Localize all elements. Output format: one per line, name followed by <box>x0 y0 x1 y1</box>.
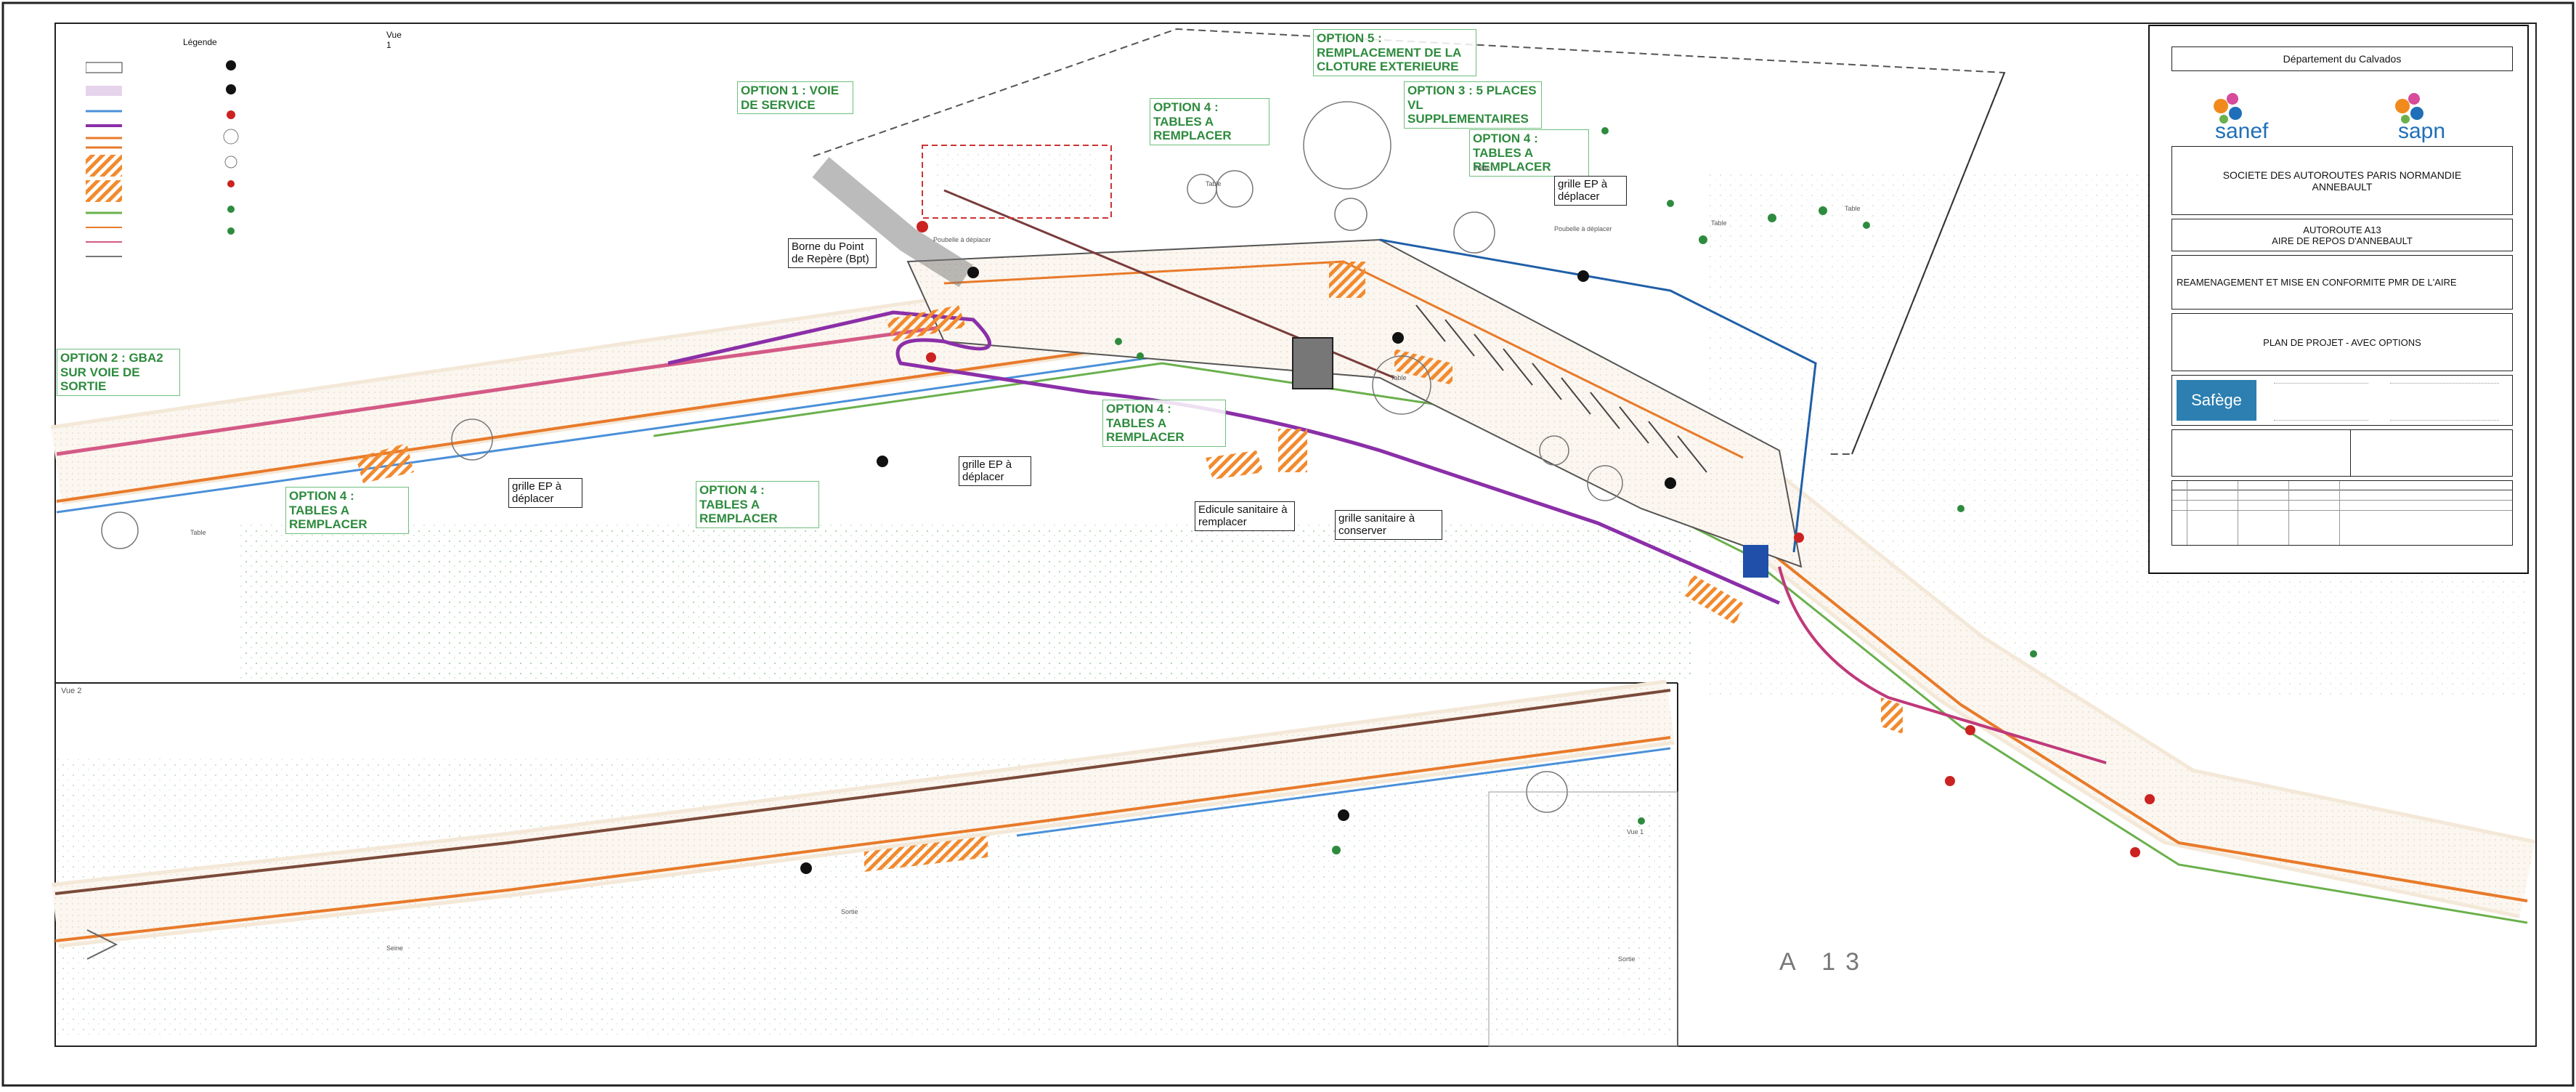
option2-label: OPTION 2 : GBA2 SUR VOIE DE SORTIE <box>57 349 180 396</box>
poubelle-label: Poubelle à déplacer <box>933 236 991 243</box>
table-label: Table <box>190 529 206 536</box>
vue2-edge-brown <box>54 689 1671 895</box>
vue2-edge-orange <box>54 736 1671 942</box>
borne-note: Borne du Point de Repère (Bpt) <box>788 238 877 268</box>
grille-note-1: grille EP à déplacer <box>1554 176 1627 206</box>
vue2-label-b: Sortie <box>1618 955 1636 963</box>
service-road <box>812 157 973 288</box>
table-label: Table <box>1845 205 1861 212</box>
shrubs <box>1115 127 2037 854</box>
societe-box: SOCIETE DES AUTOROUTES PARIS NORMANDIE A… <box>2171 146 2513 215</box>
pmr-stall <box>1743 545 1768 578</box>
departement-box: Département du Calvados <box>2171 46 2513 71</box>
sapn-logo-text: sapn <box>2398 119 2446 143</box>
option4-label-c: OPTION 4 : TABLES A REMPLACER <box>285 487 409 534</box>
table-label: Table <box>1206 180 1222 187</box>
revision-table <box>2171 480 2513 546</box>
option4-label-b: OPTION 4 : TABLES A REMPLACER <box>1150 98 1269 145</box>
vue2-label-c: Sortie <box>841 908 858 915</box>
trees <box>101 101 1623 813</box>
sanitary-building <box>1292 337 1333 389</box>
table-label: Table <box>1474 164 1490 171</box>
rest-area-platform <box>906 238 1803 568</box>
access-road-blue <box>1379 238 1817 553</box>
vue2-label: Vue 2 <box>61 687 82 695</box>
option5-zone <box>922 145 1112 219</box>
red-markers <box>917 221 2155 857</box>
option4-label-a: OPTION 4 : TABLES A REMPLACER <box>1469 129 1589 177</box>
exit-ramp-edge <box>1778 566 2107 764</box>
vegetation-area <box>240 523 1692 683</box>
legend: Légende Vue 1 <box>60 28 402 311</box>
sanef-logo-text: sanef <box>2215 119 2269 143</box>
table-label: Table <box>1711 219 1727 227</box>
grille-note-2: grille EP à déplacer <box>508 478 582 508</box>
vue2-edge-blue <box>1016 747 1671 837</box>
bins <box>800 267 1676 874</box>
plan-box: PLAN DE PROJET - AVEC OPTIONS <box>2171 313 2513 371</box>
signature-box <box>2171 429 2513 477</box>
option1-label: OPTION 1 : VOIE DE SERVICE <box>737 81 853 115</box>
table-label: Table <box>1391 374 1407 381</box>
poubelle-label: Poubelle à déplacer <box>1554 225 1612 232</box>
parking-stalls <box>1415 304 1707 473</box>
option5-label: OPTION 5 : REMPLACEMENT DE LA CLOTURE EX… <box>1313 29 1476 76</box>
bureau-box: Safège <box>2171 375 2513 426</box>
vue2-label-a: Seine <box>386 945 404 952</box>
pmr-path <box>667 310 1781 605</box>
road-edge-blue <box>56 355 1163 514</box>
vue2-box-label: Vue 1 <box>1627 828 1644 836</box>
bureau-logo: Safège <box>2177 380 2256 421</box>
legend-title: Légende <box>183 37 217 47</box>
sapn-logo: sapn <box>2389 84 2498 150</box>
hatched-zones <box>356 262 1903 872</box>
legend-vue-label: Vue 1 <box>386 30 402 50</box>
grille-note-3: grille EP à déplacer <box>959 456 1031 486</box>
edicule-note: Edicule sanitaire à remplacer <box>1195 501 1295 531</box>
title-block: Département du Calvados sanef sapn SOCIE… <box>2148 25 2529 574</box>
option3-label: OPTION 3 : 5 PLACES VL SUPPLEMENTAIRES <box>1404 81 1542 129</box>
objet-box: REAMENAGEMENT ET MISE EN CONFORMITE PMR … <box>2171 255 2513 310</box>
autoroute-box: AUTOROUTE A13 AIRE DE REPOS D'ANNEBAULT <box>2171 219 2513 251</box>
motorway-label: A 13 <box>1779 948 1870 976</box>
legend-swatches <box>86 60 239 257</box>
sanef-logo: sanef <box>2208 84 2317 150</box>
fence-line-east <box>1851 72 2005 455</box>
vue2-inset-box <box>1488 791 1678 1047</box>
option4-label-e: OPTION 4 : TABLES A REMPLACER <box>1102 400 1226 447</box>
grille-conserver-note: grille sanitaire à conserver <box>1335 510 1442 540</box>
option4-label-d: OPTION 4 : TABLES A REMPLACER <box>696 481 819 528</box>
